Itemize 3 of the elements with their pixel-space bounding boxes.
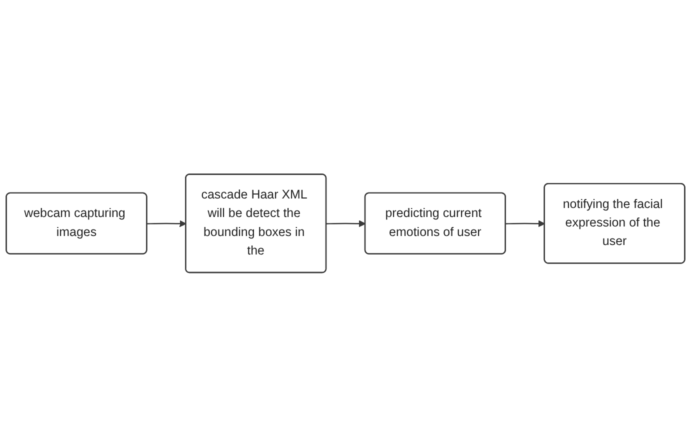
arrow [147,220,186,227]
arrow [506,220,546,227]
arrow [326,220,366,227]
